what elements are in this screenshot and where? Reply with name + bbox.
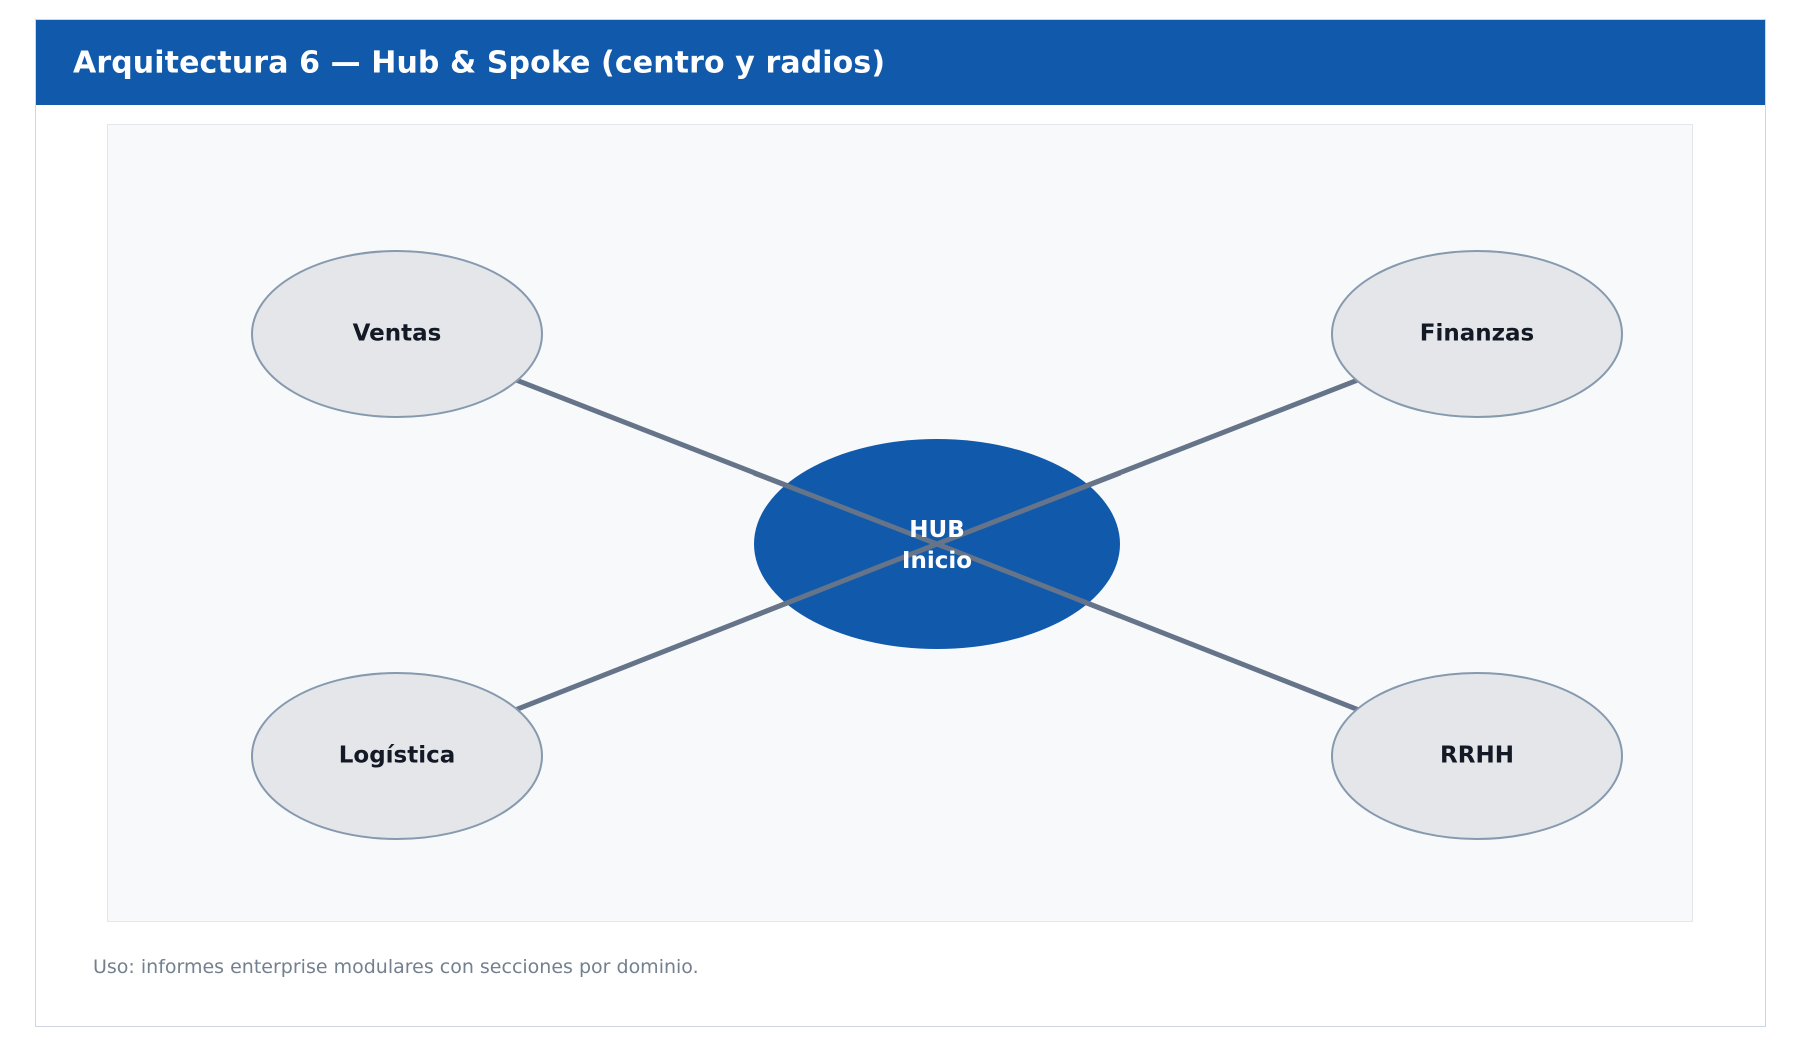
finanzas-label: Finanzas <box>1420 321 1534 347</box>
usage-caption: Uso: informes enterprise modulares con s… <box>93 956 699 978</box>
edge-overlay-rrhh <box>936 541 1121 619</box>
architecture-card: Arquitectura 6 — Hub & Spoke (centro y r… <box>35 19 1766 1027</box>
ventas-ellipse[interactable] <box>251 250 543 418</box>
rrhh-ellipse[interactable] <box>1331 672 1623 840</box>
hub-label-line2: Inicio <box>902 548 972 574</box>
ventas-label: Ventas <box>353 321 442 347</box>
spoke-node-finanzas[interactable]: Finanzas <box>1331 250 1623 418</box>
edge-overlay-finanzas <box>936 470 1121 547</box>
diagram-panel: Ventas Finanzas Logística RRHH <box>107 124 1693 922</box>
hub-label-group: HUB Inicio <box>902 517 972 574</box>
spoke-node-logistica[interactable]: Logística <box>251 672 543 840</box>
edge-overlay-group <box>753 470 1121 619</box>
logistica-label: Logística <box>339 743 456 769</box>
finanzas-ellipse[interactable] <box>1331 250 1623 418</box>
spoke-node-rrhh[interactable]: RRHH <box>1331 672 1623 840</box>
hub-label-line1: HUB <box>909 517 964 543</box>
edge-overlay-logistica <box>753 541 938 619</box>
rrhh-label: RRHH <box>1440 743 1514 769</box>
spoke-node-ventas[interactable]: Ventas <box>251 250 543 418</box>
hub-spoke-diagram: Ventas Finanzas Logística RRHH <box>251 250 1623 840</box>
card-header: Arquitectura 6 — Hub & Spoke (centro y r… <box>36 20 1765 105</box>
logistica-ellipse[interactable] <box>251 672 543 840</box>
page-title: Arquitectura 6 — Hub & Spoke (centro y r… <box>73 45 886 80</box>
edge-overlay-ventas <box>753 470 938 547</box>
